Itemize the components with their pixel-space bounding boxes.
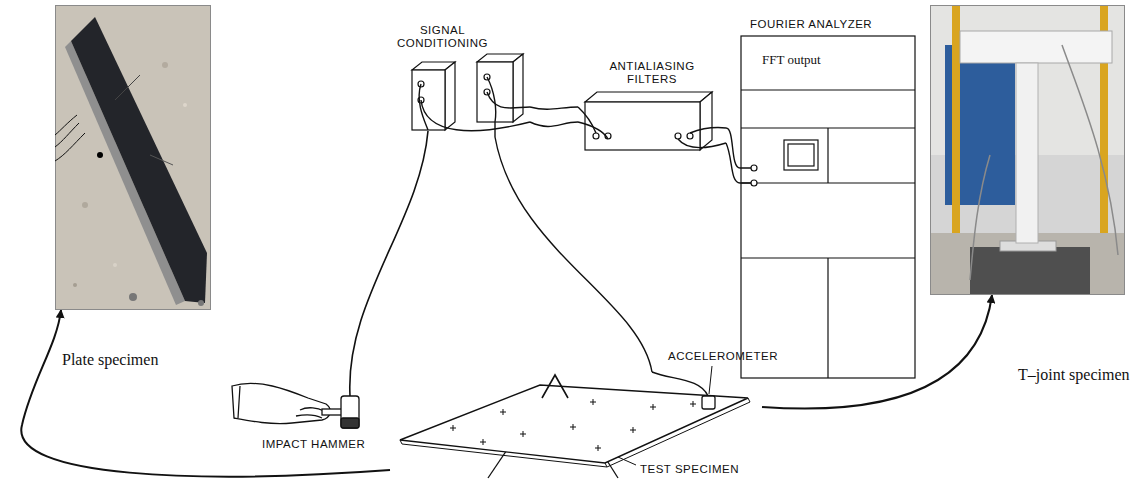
device-box: ANTIALIASING FILTERS: [578, 58, 726, 155]
screen-label: FFT output: [762, 52, 821, 67]
plate-photo: [55, 5, 211, 310]
device-label: FOURIER ANALYZER: [750, 18, 872, 31]
analyzer-box: FOURIER ANALYZER FFT output: [740, 18, 916, 380]
signal-cable: [530, 107, 578, 126]
analyzer-cabinet: [740, 18, 916, 380]
device-group: SIGNAL CONDITIONING: [395, 22, 530, 137]
signal-cable: [495, 137, 652, 372]
part-label: IMPACT HAMMER: [262, 438, 365, 451]
hand-symbol: [232, 383, 330, 423]
photo-panel: T–joint specimen: [930, 5, 1131, 295]
curved-arrow: [21, 310, 390, 476]
hammer-symbol: [322, 396, 359, 428]
specimen-drawing: TEST SPECIMEN: [390, 372, 762, 480]
filter-box: [578, 58, 726, 155]
photo-caption: T–joint specimen: [1018, 365, 1130, 384]
device-label: SIGNAL CONDITIONING: [395, 24, 490, 50]
signal-cable: [726, 128, 740, 183]
part-label: ACCELEROMETER: [668, 350, 778, 363]
hammer-cable: [350, 131, 428, 396]
t-joint-photo: [930, 5, 1125, 295]
leader-line: [709, 366, 712, 394]
specimen-label: TEST SPECIMEN: [640, 463, 739, 476]
device-label: ANTIALIASING FILTERS: [590, 60, 714, 86]
photo-caption: Plate specimen: [62, 350, 158, 369]
photo-panel: Plate specimen: [55, 5, 211, 310]
